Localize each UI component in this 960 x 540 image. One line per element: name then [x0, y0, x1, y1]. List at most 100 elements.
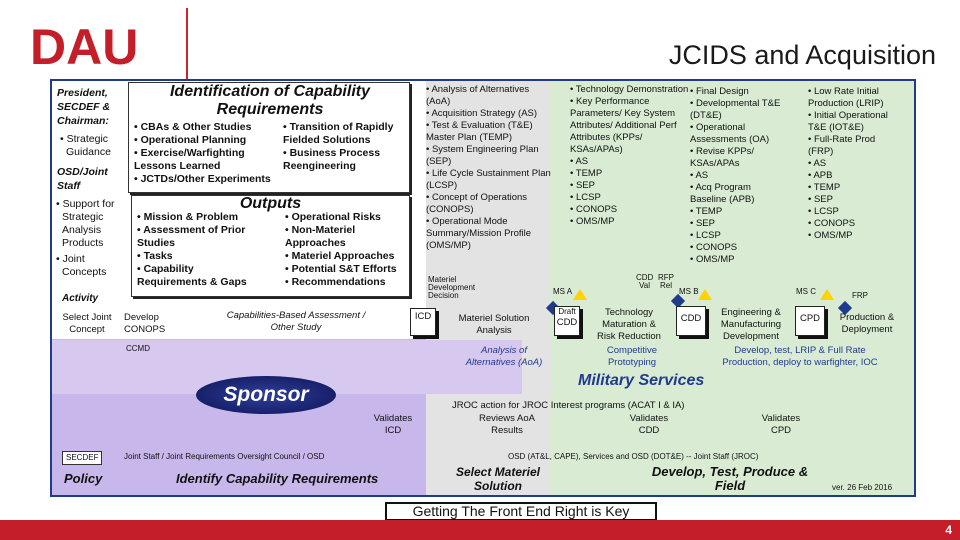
identification-box [128, 82, 410, 193]
materiel-solution-area [426, 81, 550, 495]
phase-text: Maturation & [602, 319, 656, 330]
ms-c-label: MS C [796, 287, 816, 296]
phase-text: Deployment [841, 324, 893, 335]
band-text: Prototyping [607, 357, 657, 368]
osd-label: OSD (AT&L, CAPE), Services and OSD (DOT&… [508, 452, 759, 461]
band-text: Analysis of [481, 345, 527, 356]
role-text: • Support for [56, 198, 115, 210]
develop-test-field-label: Develop, Test, Produce & Field [640, 465, 820, 493]
list-item: Production (LRIP) [808, 98, 884, 109]
list-item: (AoA) [426, 96, 451, 107]
list-item: • Potential S&T Efforts [285, 263, 397, 275]
phase-text: Technology [604, 307, 654, 318]
role-text: • Joint [56, 253, 85, 265]
bottom-text: Field [714, 478, 746, 493]
validation-text: CDD [638, 425, 660, 436]
phase-text: Development [723, 331, 779, 342]
phase-text: Select Joint [62, 312, 112, 323]
identification-col2: • Transition of Rapidly Fielded Solution… [283, 121, 393, 173]
list-item: (SEP) [426, 156, 452, 167]
identify-capability-label: Identify Capability Requirements [176, 471, 379, 486]
phase-text: Capabilities-Based Assessment / [226, 310, 366, 321]
list-item: • Life Cycle Sustainment Plan [426, 168, 551, 179]
validation-text: ICD [384, 425, 402, 436]
list-item: • CONOPS [690, 242, 738, 253]
list-item: • Tasks [137, 250, 173, 262]
select-materiel-label: Select Materiel Solution [440, 465, 556, 493]
jrs-label: Joint Staff / Joint Requirements Oversig… [124, 452, 325, 461]
phase-text: CDD [556, 316, 578, 328]
secdef-label: SECDEF [62, 451, 103, 465]
list-item: Fielded Solutions [283, 134, 371, 146]
list-item: (LCSP) [426, 180, 458, 191]
list-item: • LCSP [570, 192, 601, 203]
list-item: • AS [808, 158, 827, 169]
band-text: Alternatives (AoA) [465, 357, 543, 368]
list-item: KSAs/APAs [690, 158, 740, 169]
acquisition-area [550, 81, 914, 495]
role-osd: OSD/Joint [57, 166, 108, 178]
reviews-aoa: Reviews AoA Results [470, 413, 544, 437]
list-item: (DT&E) [690, 110, 722, 121]
list-item: Attributes/ Additional Perf [570, 120, 677, 131]
outputs-box [131, 195, 410, 297]
list-item: • LCSP [690, 230, 721, 241]
technology-maturation: Technology Maturation & Risk Reduction [588, 307, 670, 343]
list-item: • APB [808, 170, 833, 181]
list-item: • Materiel Approaches [285, 250, 395, 262]
list-item: • Low Rate Initial [808, 86, 879, 97]
draft-cdd-document: Draft CDD [554, 306, 580, 336]
list-item: • Technology Demonstration [570, 84, 689, 95]
list-item: • Key Performance [570, 96, 650, 107]
role-text: Products [62, 237, 104, 249]
list-item: • CONOPS [570, 204, 618, 215]
validation-text: CPD [770, 425, 792, 436]
list-item: (CONOPS) [426, 204, 474, 215]
list-item: (OMS/MP) [426, 240, 471, 251]
aoa-activity: Analysis of Alternatives (AoA) [448, 345, 560, 369]
aoa-document-list: • Analysis of Alternatives (AoA) • Acqui… [426, 84, 551, 252]
list-item: • System Engineering Plan [426, 144, 539, 155]
ms-c-triangle [820, 289, 834, 300]
list-item: • Operational Risks [285, 211, 381, 223]
list-item: • AS [570, 156, 589, 167]
list-item: Summary/Mission Profile [426, 228, 532, 239]
list-item: • Initial Operational [808, 110, 888, 121]
list-item: • Developmental T&E [690, 98, 781, 109]
list-item: Parameters/ Key System [570, 108, 676, 119]
engineering-manufacturing: Engineering & Manufacturing Development [710, 307, 792, 343]
role-osd: Staff [57, 180, 81, 192]
identification-col1: • CBAs & Other Studies • Operational Pla… [134, 121, 271, 186]
list-item: • Acq Program [690, 182, 751, 193]
header-divider [186, 8, 188, 82]
phase-text: Engineering & [721, 307, 781, 318]
list-item: Approaches [285, 237, 346, 249]
rel-label: Rel [660, 281, 673, 290]
logo-text: DAU [30, 22, 138, 68]
list-item: • Non-Materiel [285, 224, 356, 236]
diagram-frame [50, 79, 916, 497]
band-text: Competitive [606, 345, 658, 356]
rfp-label: RFP [658, 273, 674, 282]
list-item: • Analysis of Alternatives [426, 84, 530, 95]
page-number: 4 [945, 523, 952, 537]
validation-text: Validates [629, 413, 669, 424]
list-item: T&E (IOT&E) [808, 122, 864, 133]
list-item: • Concept of Operations [426, 192, 528, 203]
list-item: Attributes (KPPs/ [570, 132, 643, 143]
list-item: • OMS/MP [570, 216, 615, 227]
role-chairman: Chairman: [57, 115, 109, 127]
validates-cdd: Validates CDD [622, 413, 676, 437]
list-item: • Test & Evaluation (T&E) [426, 120, 533, 131]
mdd-label-1: Materiel [428, 275, 457, 284]
phase-text: Analysis [476, 325, 512, 336]
ms-b-triangle [698, 289, 712, 300]
list-item: • Mission & Problem [137, 211, 239, 223]
ccmd-label: CCMD [126, 344, 150, 353]
bottom-text: Solution [474, 479, 522, 493]
version-label: ver. 26 Feb 2016 [832, 483, 893, 492]
list-item: Requirements & Gaps [137, 276, 247, 288]
band-text: Develop, test, LRIP & Full Rate [734, 345, 866, 356]
ms-b-label: MS B [679, 287, 699, 296]
phase-text: CONOPS [124, 324, 166, 335]
